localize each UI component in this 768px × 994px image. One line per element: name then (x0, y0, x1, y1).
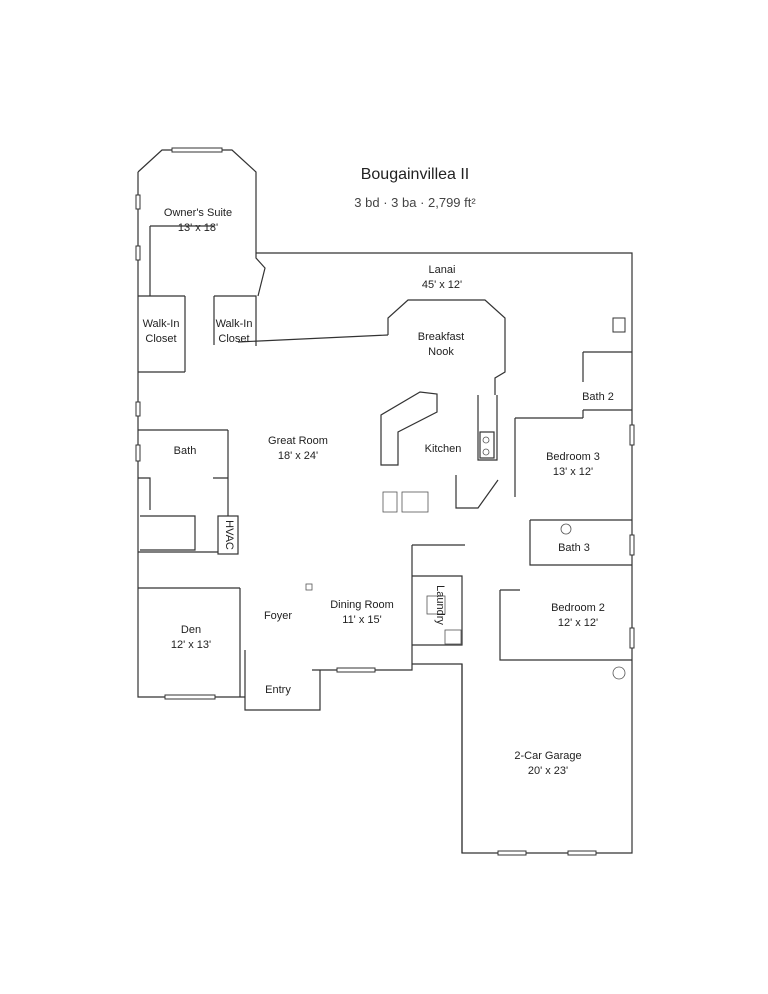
room-laundry: Laundry (434, 585, 446, 625)
room-size: 12' x 13' (170, 639, 212, 651)
great-room-rear-wall (237, 334, 389, 343)
room-hvac: HVAC (223, 520, 235, 550)
den-walls (138, 551, 241, 697)
room-bath-2: Bath 2 (582, 390, 614, 405)
bath-3-walls (529, 519, 632, 566)
breakfast-nook-bay (387, 299, 506, 395)
room-size: 13' x 12' (552, 466, 594, 478)
room-great-room: Great Room 18' x 24' (268, 434, 328, 464)
room-bath-3: Bath 3 (558, 541, 590, 556)
room-breakfast-nook: Breakfast Nook (418, 330, 464, 360)
room-size: 20' x 23' (527, 765, 569, 777)
room-owners-suite: Owner's Suite 13' x 18' (164, 206, 232, 236)
bath-2-walls (582, 351, 632, 411)
laundry-walls (412, 575, 463, 646)
room-name: Closet (218, 333, 250, 345)
room-name: Closet (145, 333, 177, 345)
west-exterior-wall (137, 172, 245, 698)
room-size: 45' x 12' (421, 279, 463, 291)
lanai-wall (256, 252, 633, 854)
plan-specs: 3 bd · 3 ba · 2,799 ft² (354, 195, 476, 210)
room-size: 18' x 24' (277, 450, 319, 462)
room-dining-room: Dining Room 11' x 15' (330, 598, 394, 628)
room-bedroom-3: Bedroom 3 13' x 12' (546, 450, 600, 480)
room-size: 12' x 12' (557, 617, 599, 629)
room-name: Bath 3 (558, 542, 590, 554)
room-name: Owner's Suite (163, 207, 233, 219)
room-name: Walk-In (215, 318, 253, 330)
entry-walls (244, 650, 321, 711)
room-name: Dining Room (330, 599, 394, 611)
room-den: Den 12' x 13' (171, 623, 211, 653)
room-name: Entry (265, 684, 291, 696)
plan-title: Bougainvillea II (360, 166, 470, 183)
room-name: Bath 2 (582, 391, 614, 403)
room-size: 13' x 18' (177, 222, 219, 234)
room-name: Bath (173, 445, 197, 457)
bath-walls (138, 429, 229, 516)
walk-in-closet-walls (138, 295, 257, 373)
owners-suite-walls (137, 149, 266, 297)
room-name: Kitchen (424, 443, 462, 455)
shower-walls (140, 515, 196, 551)
room-name: Den (180, 624, 202, 636)
room-name: Walk-In (142, 318, 180, 330)
room-bedroom-2: Bedroom 2 12' x 12' (551, 601, 605, 631)
suite-inner-wall (149, 225, 214, 296)
room-name: Bedroom 3 (546, 451, 600, 463)
room-name: Lanai (428, 264, 456, 276)
kitchen-island (380, 391, 438, 466)
room-name: Breakfast (417, 331, 465, 343)
room-kitchen: Kitchen (425, 442, 462, 457)
room-size: 11' x 15' (342, 614, 382, 626)
range (479, 431, 495, 459)
room-name: 2-Car Garage (514, 750, 582, 762)
room-lanai: Lanai 45' x 12' (422, 263, 462, 293)
room-name: Nook (428, 346, 454, 358)
room-foyer: Foyer (264, 609, 292, 624)
room-garage: 2-Car Garage 20' x 23' (514, 749, 581, 779)
bedroom-2-walls (499, 589, 632, 661)
room-name: Foyer (263, 610, 293, 622)
bedroom-3-walls (514, 410, 584, 497)
room-bath: Bath (174, 444, 197, 459)
room-walk-in-closet-2: Walk-In Closet (216, 317, 253, 347)
kitchen-counter (455, 395, 499, 509)
room-walk-in-closet-1: Walk-In Closet (143, 317, 180, 347)
room-name: Bedroom 2 (551, 602, 605, 614)
room-entry: Entry (265, 683, 291, 698)
hvac-closet (217, 515, 239, 555)
room-name: Great Room (268, 435, 328, 447)
